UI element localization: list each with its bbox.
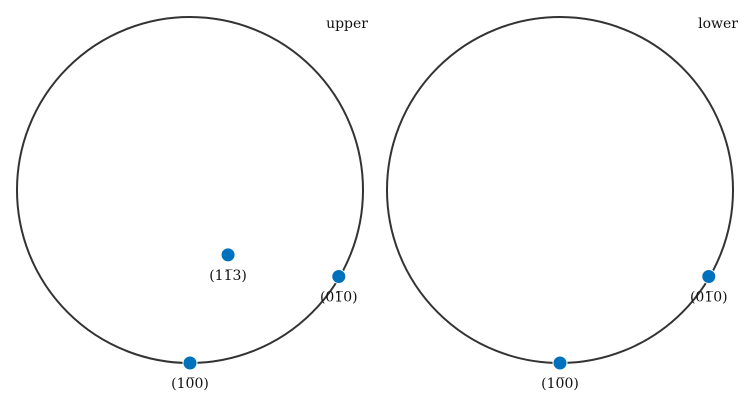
pole-label: (01̅0) [690,290,728,306]
pole-marker [552,355,568,371]
pole-label: (10̅0) [171,376,209,392]
panel-lower: lower (01̅0) (10̅0) [386,16,738,392]
pole-marker [220,247,236,263]
pole-marker [182,355,198,371]
pole-label: (01̅0) [320,290,358,306]
pole-marker [331,269,347,284]
hemisphere-label-upper: upper [326,16,368,32]
pole-label: (10̅0) [541,376,579,392]
poles-upper: (11̅3) (01̅0) (10̅0) [171,247,358,392]
pole-label: (11̅3) [209,268,247,284]
unit-circle-upper [16,16,364,364]
unit-circle-lower [386,16,734,364]
poles-lower: (01̅0) (10̅0) [541,269,728,392]
panel-upper: upper (11̅3) (01̅0) (10̅0) [16,16,368,392]
pole-marker [701,269,717,284]
hemisphere-label-lower: lower [698,16,738,32]
